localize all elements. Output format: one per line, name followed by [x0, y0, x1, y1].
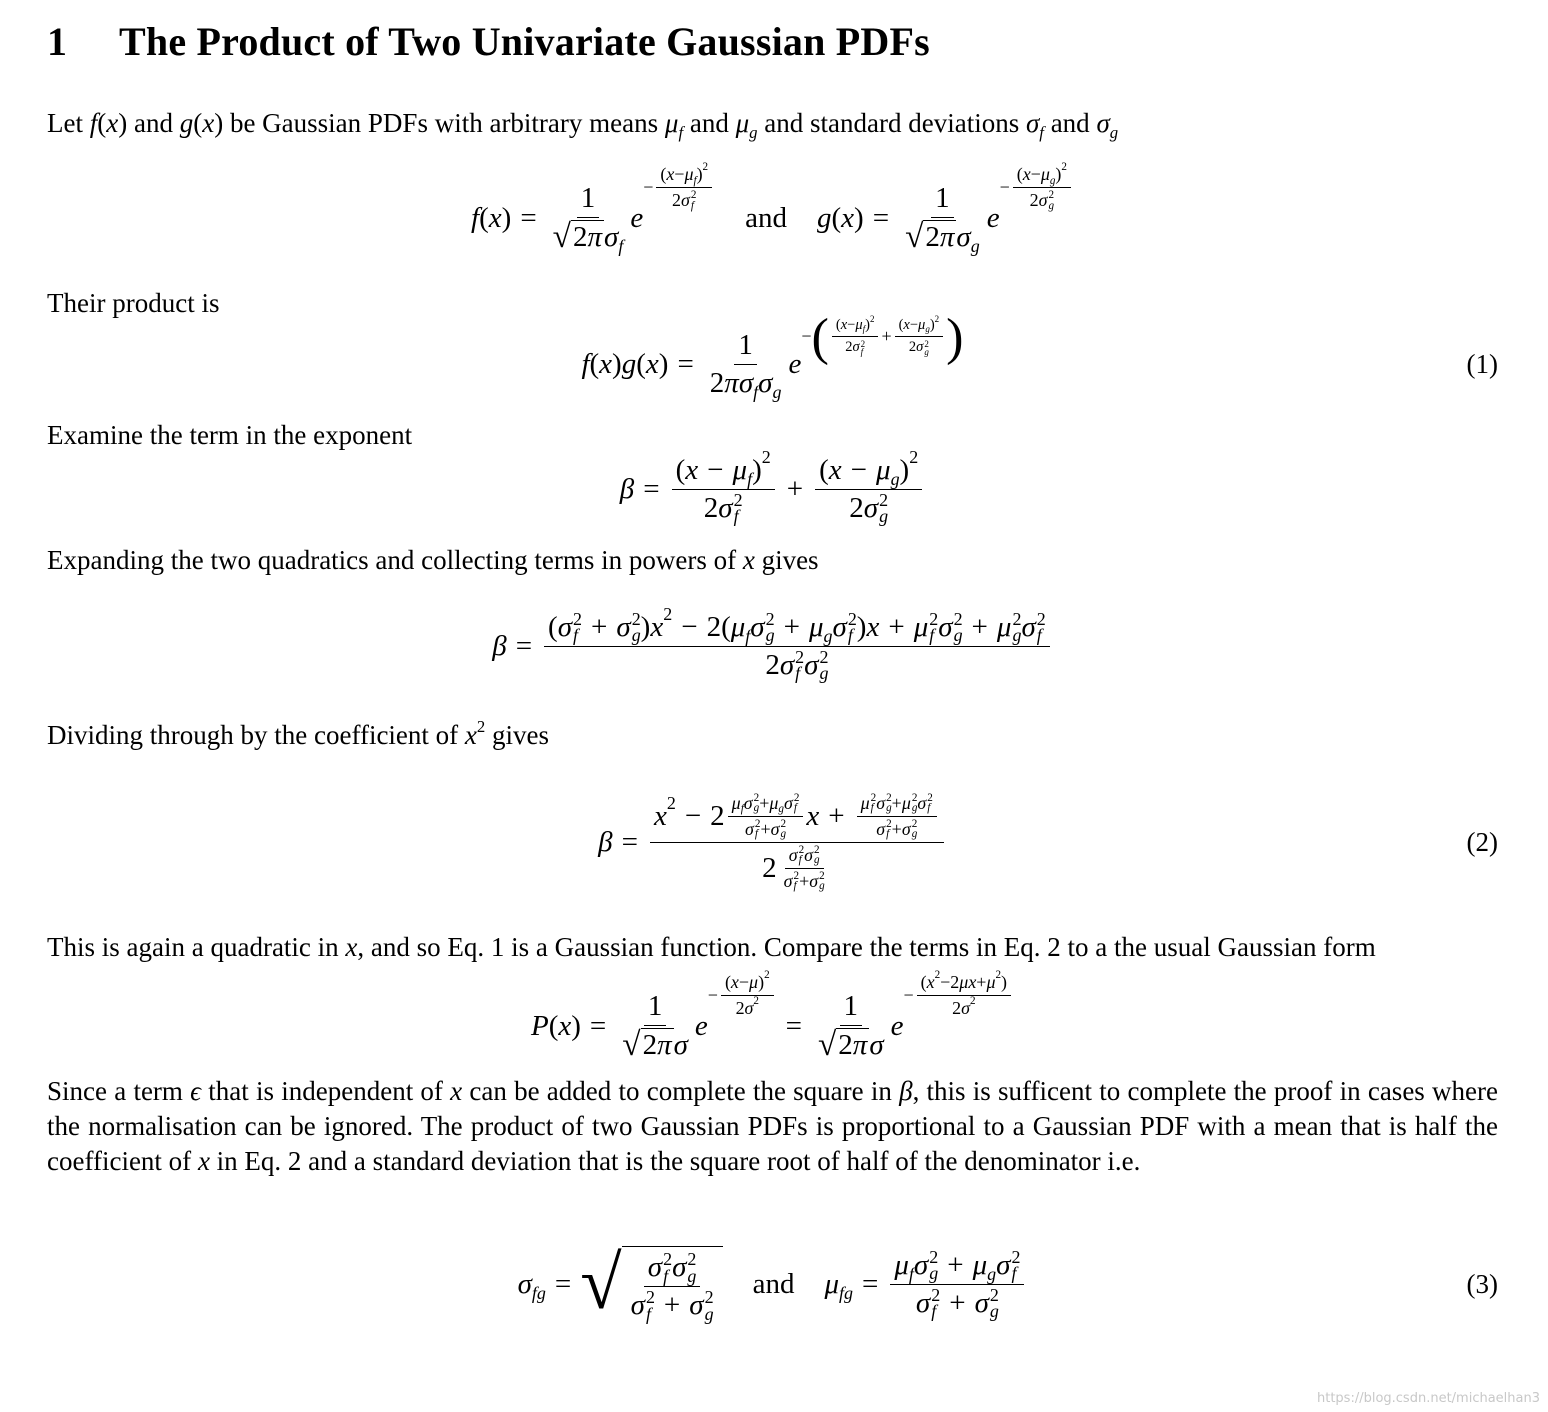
- paragraph-conclusion: Since a term ϵ that is independent of x …: [47, 1076, 1498, 1176]
- paragraph-expanding: Expanding the two quadratics and collect…: [47, 545, 819, 575]
- paragraph-exponent: Examine the term in the exponent: [47, 420, 413, 450]
- equation-number-2: (2): [1466, 826, 1498, 857]
- section-title: The Product of Two Univariate Gaussian P…: [119, 19, 930, 64]
- paragraph-intro: Let f(x) and g(x) be Gaussian PDFs with …: [47, 108, 1119, 142]
- section-number: 1: [47, 19, 68, 64]
- equation-number-3: (3): [1466, 1268, 1498, 1299]
- paragraph-dividing: Dividing through by the coefficient of x…: [47, 717, 550, 750]
- section-heading: 1 The Product of Two Univariate Gaussian …: [47, 18, 930, 65]
- equation-number-1: (1): [1466, 348, 1498, 379]
- watermark-url: https://blog.csdn.net/michaelhan3: [1316, 1391, 1540, 1406]
- paragraph-product: Their product is: [47, 288, 220, 318]
- paper-page: 1 The Product of Two Univariate Gaussian …: [47, 0, 1498, 1412]
- paragraph-quadratic: This is again a quadratic in x, and so E…: [47, 932, 1376, 962]
